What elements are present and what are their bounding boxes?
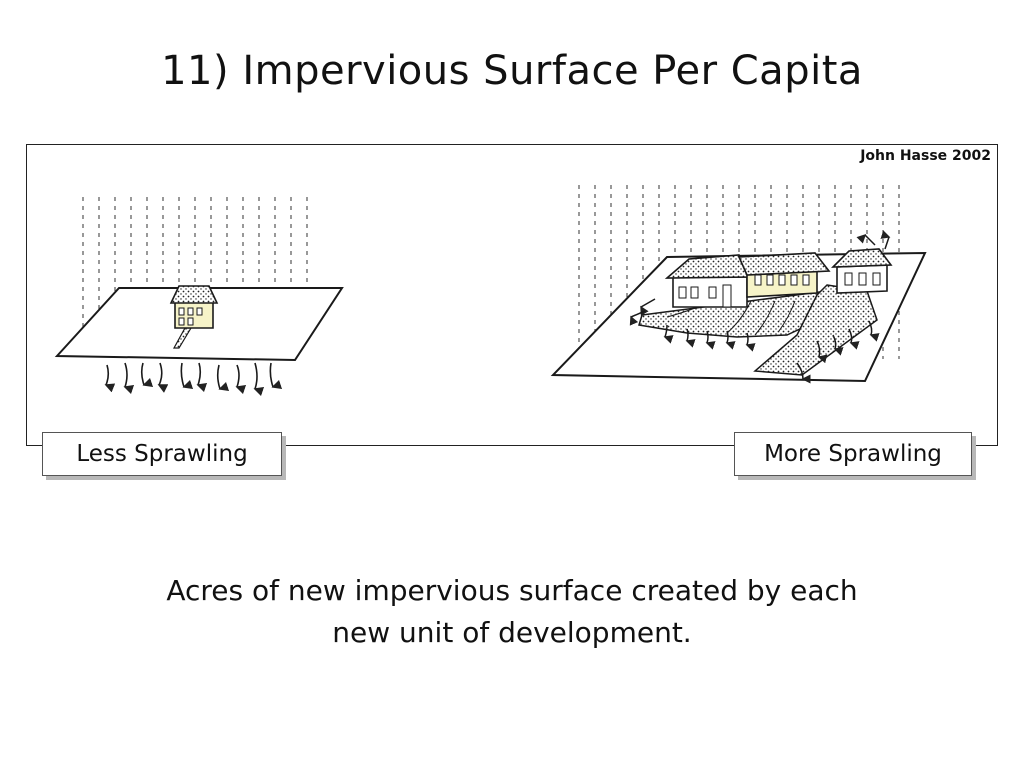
less-sprawling-label: Less Sprawling — [42, 432, 282, 476]
runoff-arrows-right — [629, 230, 891, 384]
runoff-arrows-left — [104, 362, 283, 397]
small-house — [169, 285, 219, 329]
caption-line-2: new unit of development. — [332, 616, 692, 649]
sprawl-illustration: John Hasse 2002 — [26, 144, 998, 446]
more-sprawling-label: More Sprawling — [734, 432, 972, 476]
author-credit: John Hasse 2002 — [860, 148, 991, 164]
slide-title: 11) Impervious Surface Per Capita — [161, 48, 863, 94]
caption-line-1: Acres of new impervious surface created … — [166, 574, 858, 607]
long-driveway — [753, 284, 878, 376]
sprawl-drawing — [54, 185, 927, 397]
large-house — [664, 248, 893, 308]
caption: Acres of new impervious surface created … — [0, 570, 1024, 654]
